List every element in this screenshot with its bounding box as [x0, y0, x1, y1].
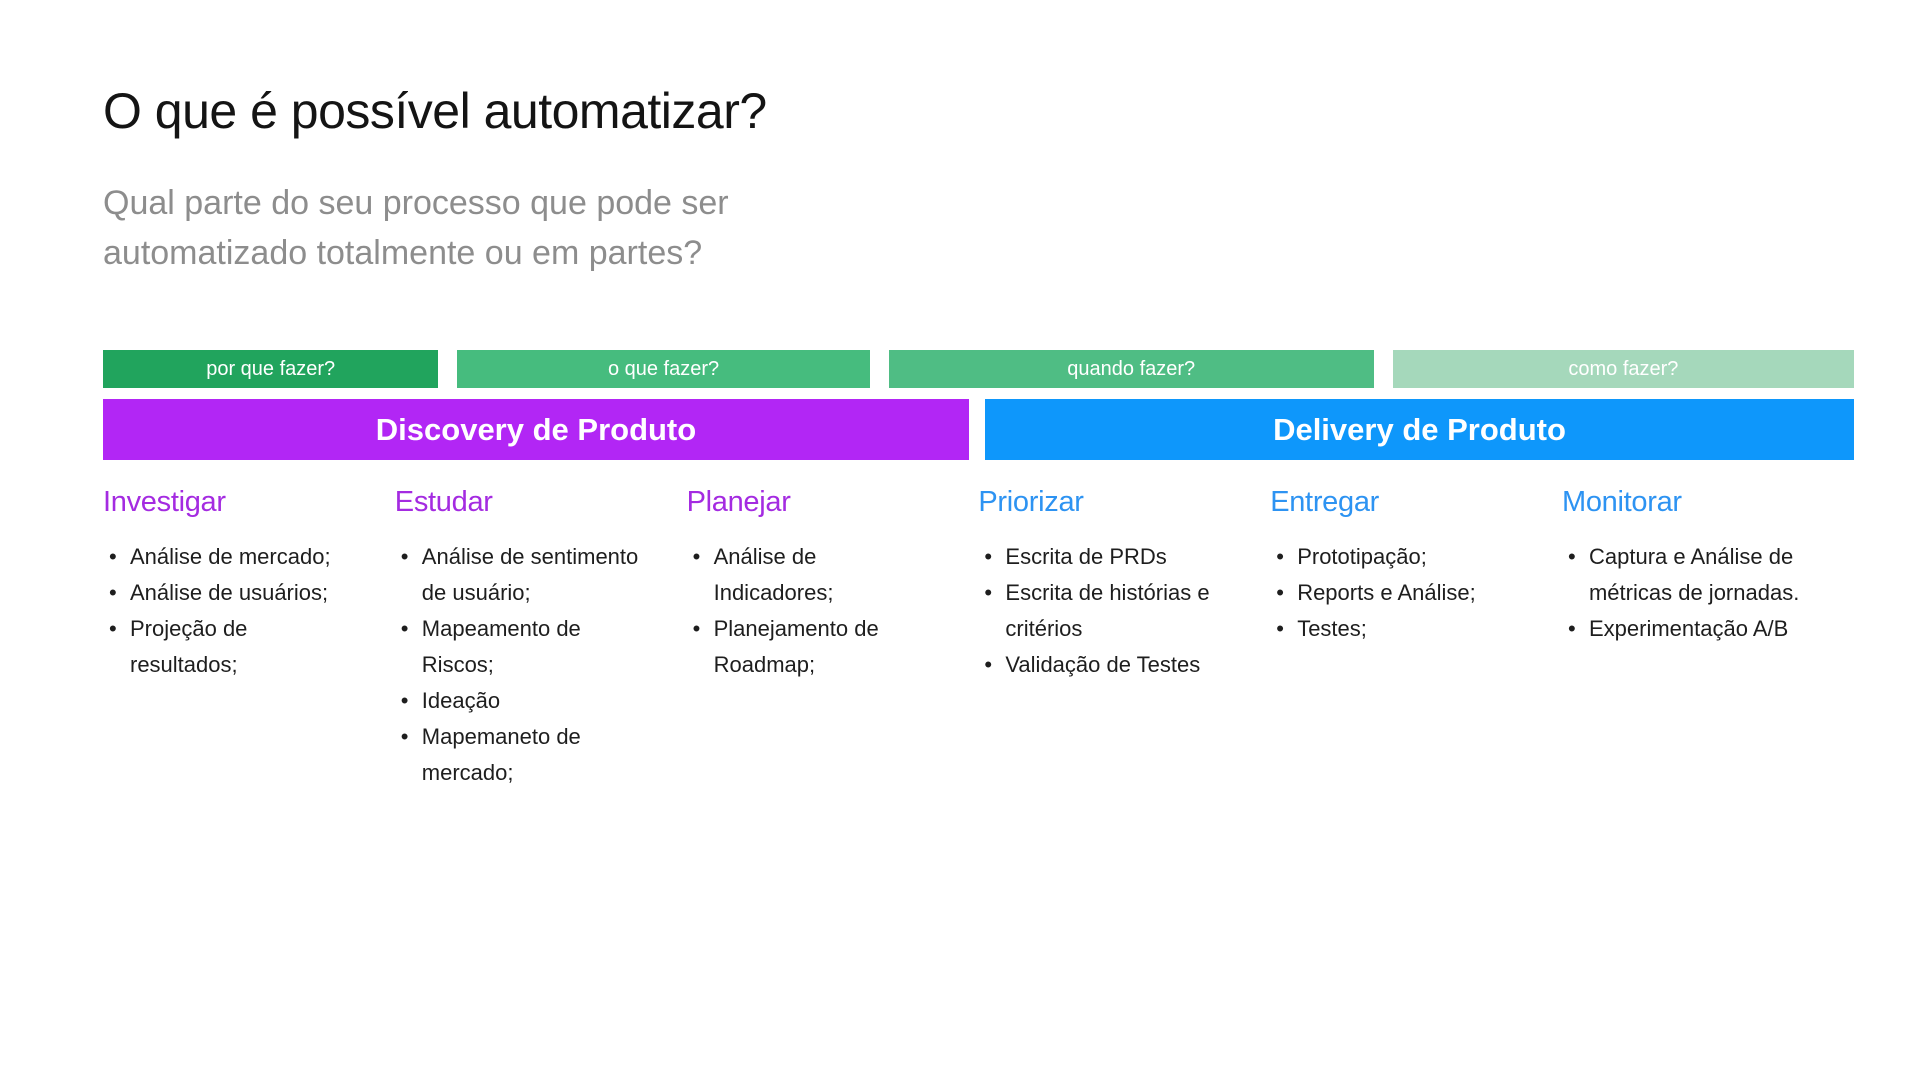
phase-column-planejar: Planejar Análise de Indicadores; Planeja… [687, 486, 979, 791]
sections-row: Discovery de Produto Delivery de Produto [103, 399, 1854, 460]
question-bar-por-que-fazer: por que fazer? [103, 350, 439, 388]
question-bar-label: o que fazer? [607, 357, 720, 380]
list-item: Ideação [395, 683, 643, 719]
list-item: Reports e Análise; [1270, 575, 1518, 611]
list-item: Validação de Testes [978, 647, 1226, 683]
list-item: Testes; [1270, 611, 1518, 647]
phase-columns-row: Investigar Análise de mercado; Análise d… [103, 486, 1854, 791]
question-bar-como-fazer: como fazer? [1392, 350, 1854, 388]
question-bar-o-que-fazer: o que fazer? [457, 350, 870, 388]
list-item: Captura e Análise de métricas de jornada… [1562, 539, 1810, 611]
phase-column-monitorar: Monitorar Captura e Análise de métricas … [1562, 486, 1854, 791]
phase-item-list: Captura e Análise de métricas de jornada… [1562, 539, 1810, 647]
list-item: Mapeamento de Riscos; [395, 611, 643, 683]
list-item: Escrita de PRDs [978, 539, 1226, 575]
section-header-label: Delivery de Produto [1273, 411, 1566, 447]
phase-column-title: Investigar [103, 486, 226, 518]
section-header-delivery: Delivery de Produto [985, 399, 1854, 460]
question-bar-label: como fazer? [1568, 357, 1679, 380]
phase-column-title: Entregar [1270, 486, 1380, 518]
question-bar-quando-fazer: quando fazer? [888, 350, 1374, 388]
phase-column-investigar: Investigar Análise de mercado; Análise d… [103, 486, 395, 791]
phase-item-list: Análise de Indicadores; Planejamento de … [687, 539, 935, 683]
phase-item-list: Análise de mercado; Análise de usuários;… [103, 539, 351, 683]
list-item: Mapemaneto de mercado; [395, 719, 643, 791]
list-item: Planejamento de Roadmap; [687, 611, 935, 683]
phase-column-title: Planejar [686, 486, 791, 518]
list-item: Análise de mercado; [103, 539, 351, 575]
list-item: Escrita de histórias e critérios [978, 575, 1226, 647]
phase-item-list: Escrita de PRDs Escrita de histórias e c… [978, 539, 1226, 683]
question-bar-label: quando fazer? [1067, 357, 1196, 380]
list-item: Análise de Indicadores; [687, 539, 935, 611]
list-item: Análise de usuários; [103, 575, 351, 611]
phase-column-priorizar: Priorizar Escrita de PRDs Escrita de his… [978, 486, 1270, 791]
question-bar-label: por que fazer? [206, 357, 336, 380]
question-bars-row: por que fazer? o que fazer? quando fazer… [103, 350, 1854, 388]
phase-column-title: Monitorar [1561, 486, 1682, 518]
list-item: Experimentação A/B [1562, 611, 1810, 647]
phase-column-entregar: Entregar Prototipação; Reports e Análise… [1270, 486, 1562, 791]
phase-item-list: Prototipação; Reports e Análise; Testes; [1270, 539, 1518, 647]
list-item: Análise de sentimento de usuário; [395, 539, 643, 611]
list-item: Projeção de resultados; [103, 611, 351, 683]
section-header-label: Discovery de Produto [375, 411, 697, 447]
phase-column-title: Priorizar [978, 486, 1084, 518]
section-header-discovery: Discovery de Produto [103, 399, 969, 460]
page-title: O que é possível automatizar? [103, 83, 767, 139]
list-item: Prototipação; [1270, 539, 1518, 575]
page-subtitle: Qual parte do seu processo que pode ser … [103, 184, 729, 272]
phase-column-estudar: Estudar Análise de sentimento de usuário… [395, 486, 687, 791]
phase-column-title: Estudar [394, 486, 493, 518]
phase-item-list: Análise de sentimento de usuário; Mapeam… [395, 539, 643, 791]
